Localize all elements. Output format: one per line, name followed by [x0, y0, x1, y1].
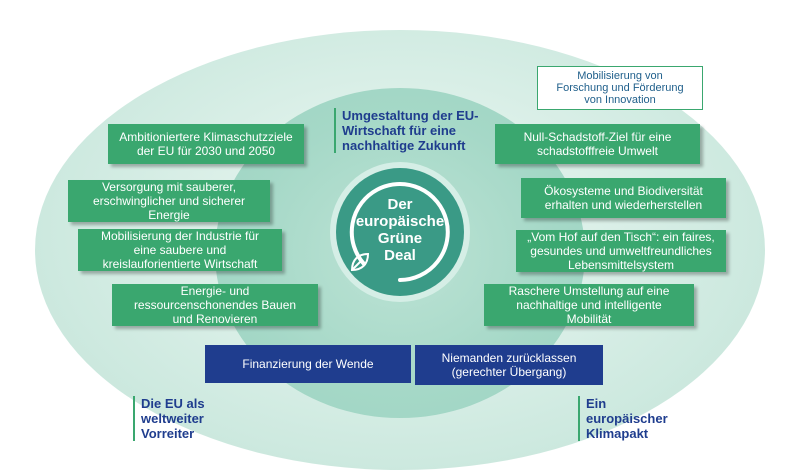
- box-line: und Renovieren: [172, 312, 258, 326]
- top-heading-line: nachhaltige Zukunft: [342, 138, 466, 153]
- label-line: Ein: [586, 396, 607, 411]
- label-line: weltweiter: [141, 411, 204, 426]
- box-line: Forschung und Förderung: [556, 82, 684, 94]
- box-line: Mobilität: [566, 312, 612, 326]
- box-line: Versorgung mit sauberer,: [101, 180, 237, 194]
- label-line: Die EU als: [141, 396, 205, 411]
- center-title-line: Grüne: [377, 230, 423, 247]
- box-line: erhalten und wiederherstellen: [544, 198, 703, 212]
- box-line: von Innovation: [584, 94, 656, 106]
- box-line: Raschere Umstellung auf eine: [508, 284, 670, 298]
- box-line: Lebensmittelsystem: [567, 258, 675, 272]
- box-line: nachhaltige und intelligente: [516, 298, 662, 312]
- top-heading-line: Umgestaltung der EU-: [342, 108, 479, 123]
- box-line: Energie- und: [180, 284, 250, 298]
- left-item-industry: Mobilisierung der Industrie für eine sau…: [78, 229, 282, 271]
- box-line: „Vom Hof auf den Tisch“: ein faires,: [527, 230, 715, 244]
- financing-box: Finanzierung der Wende: [205, 345, 411, 383]
- green-deal-center: Der europäische Grüne Deal: [336, 168, 464, 296]
- box-line: Mobilisierung der Industrie für: [100, 229, 260, 243]
- box-line: (gerechter Übergang): [451, 365, 567, 379]
- green-deal-diagram: Umgestaltung der EU- Wirtschaft für eine…: [35, 30, 765, 470]
- climate-pact-label: Ein europäischer Klimapakt: [578, 396, 668, 441]
- right-item-farm-to-fork: „Vom Hof auf den Tisch“: ein faires, ges…: [516, 230, 726, 272]
- right-item-zero-pollution: Null-Schadstoff-Ziel für eine schadstoff…: [495, 124, 700, 164]
- box-line: schadstofffreie Umwelt: [537, 144, 658, 158]
- leaf-icon: [350, 252, 370, 272]
- center-title: Der europäische Grüne Deal: [336, 196, 464, 264]
- center-title-line: Deal: [384, 247, 416, 264]
- label-line: Klimapakt: [586, 426, 649, 441]
- left-item-climate-targets: Ambitioniertere Klimaschutzziele der EU …: [108, 124, 304, 164]
- center-title-line: europäische: [355, 213, 445, 230]
- box-line: Finanzierung der Wende: [242, 357, 374, 371]
- box-line: Mobilisierung von: [577, 70, 663, 82]
- top-heading: Umgestaltung der EU- Wirtschaft für eine…: [334, 108, 479, 153]
- box-line: Energie: [148, 208, 190, 222]
- center-title-line: Der: [387, 196, 413, 213]
- box-line: eine saubere und: [133, 243, 227, 257]
- box-line: kreislauforientierte Wirtschaft: [102, 257, 258, 271]
- box-line: erschwinglicher und sicherer: [92, 194, 246, 208]
- center-ring-icon: [349, 182, 450, 282]
- right-item-ecosystems: Ökosysteme und Biodiversität erhalten un…: [521, 178, 726, 218]
- left-item-building: Energie- und ressourcenschonendes Bauen …: [112, 284, 318, 326]
- right-item-mobility: Raschere Umstellung auf eine nachhaltige…: [484, 284, 694, 326]
- label-line: Vorreiter: [141, 426, 195, 441]
- top-heading-line: Wirtschaft für eine: [342, 123, 457, 138]
- box-line: Ambitioniertere Klimaschutzziele: [119, 130, 293, 144]
- left-item-clean-energy: Versorgung mit sauberer, erschwinglicher…: [68, 180, 270, 222]
- box-line: gesundes und umweltfreundliches: [530, 244, 712, 258]
- box-line: ressourcenschonendes Bauen: [133, 298, 297, 312]
- label-line: europäischer: [586, 411, 668, 426]
- box-line: Niemanden zurücklassen: [441, 351, 577, 365]
- box-line: Null-Schadstoff-Ziel für eine: [523, 130, 672, 144]
- box-line: Ökosysteme und Biodiversität: [544, 184, 703, 198]
- just-transition-box: Niemanden zurücklassen (gerechter Überga…: [415, 345, 603, 385]
- global-leader-label: Die EU als weltweiter Vorreiter: [133, 396, 205, 441]
- research-innovation-box: Mobilisierung von Forschung und Förderun…: [537, 66, 703, 110]
- box-line: der EU für 2030 und 2050: [136, 144, 276, 158]
